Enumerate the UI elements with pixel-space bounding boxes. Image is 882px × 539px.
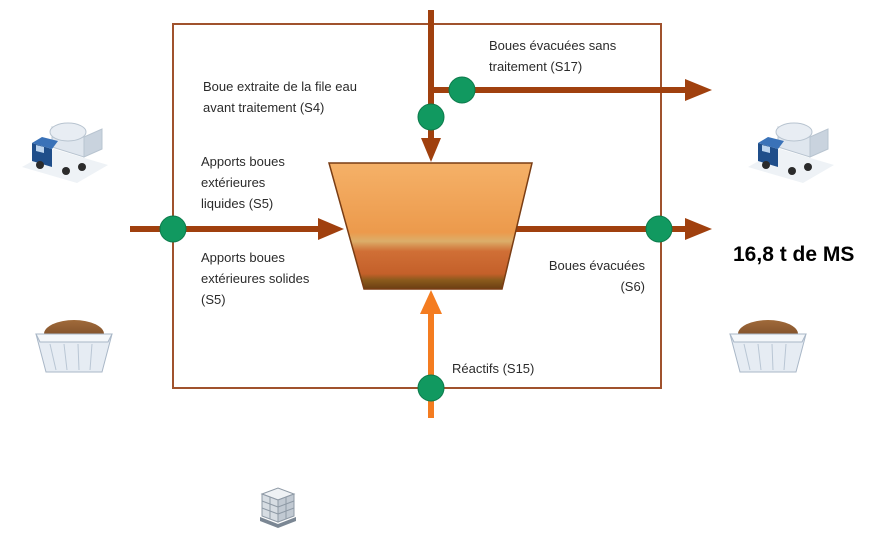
label-s4-line1: Boue extraite de la file eau: [203, 79, 357, 94]
sludge-bin-icon-left: [35, 320, 113, 373]
label-s5-liquid-line1: Apports boues: [201, 154, 285, 169]
node-s6: [645, 215, 673, 243]
label-s5-liquid-line3: liquides (S5): [201, 196, 274, 211]
label-s4: Boue extraite de la file eau avant trait…: [203, 76, 357, 118]
arrow-head-s17: [685, 79, 712, 101]
label-s6: Boues évacuées (S6): [530, 255, 645, 297]
node-s17: [448, 76, 476, 104]
arrow-head-down: [421, 138, 441, 162]
tanker-truck-icon-right: [748, 122, 834, 183]
arrow-head-external: [318, 218, 344, 240]
label-s5-solid: Apports boues extérieures solides (S5): [201, 247, 309, 310]
arrow-head-out: [685, 218, 712, 240]
label-s6-line1: Boues évacuées: [548, 258, 645, 273]
label-s5-liquid-line2: extérieures: [201, 175, 266, 190]
label-s6-line2: (S6): [620, 279, 645, 294]
label-s4-line2: avant traitement (S4): [203, 100, 325, 115]
label-s5-liquid: Apports boues extérieures liquides (S5): [201, 151, 285, 214]
sludge-bin-icon-right: [729, 320, 807, 373]
label-s17-line1: Boues évacuées sans: [489, 38, 617, 53]
total-dry-matter: 16,8 t de MS: [733, 243, 855, 266]
node-s4: [417, 103, 445, 131]
reagent-pallet-icon: [260, 487, 296, 528]
label-s17-line2: traitement (S17): [489, 59, 583, 74]
node-s5: [159, 215, 187, 243]
node-s15: [417, 374, 445, 402]
measurement-nodes: [159, 76, 673, 402]
label-s17: Boues évacuées sans traitement (S17): [489, 35, 616, 77]
label-s5-solid-line3: (S5): [201, 292, 226, 307]
label-s5-solid-line2: extérieures solides: [201, 271, 310, 286]
label-s5-solid-line1: Apports boues: [201, 250, 285, 265]
tanker-truck-icon-left: [22, 122, 108, 183]
treatment-tank: [328, 162, 533, 290]
label-s15: Réactifs (S15): [452, 361, 535, 376]
system-boundary-frame: [172, 23, 662, 389]
